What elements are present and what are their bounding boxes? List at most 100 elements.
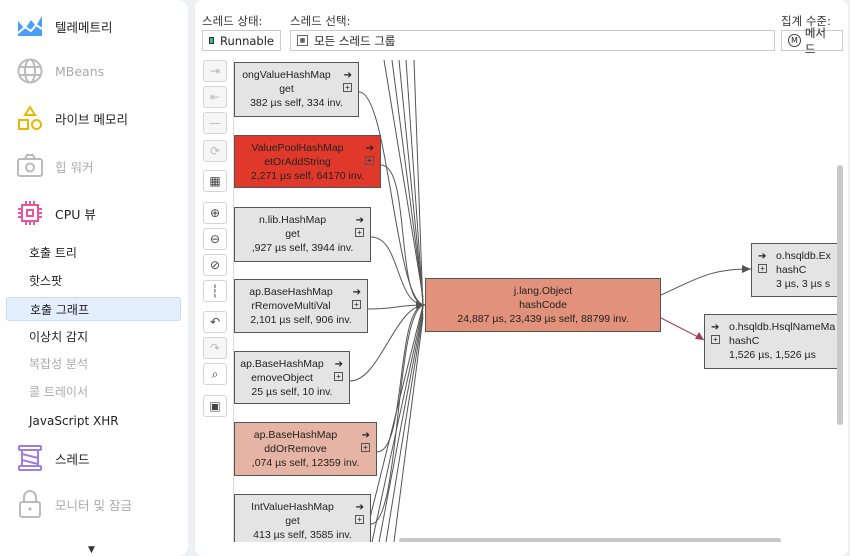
cpu-icon: [16, 199, 44, 227]
telemetry-icon: [16, 12, 44, 40]
sidebar-item-label: 모니터 및 잠금: [55, 497, 132, 513]
sidebar-sub-hotspots[interactable]: 핫스팟: [29, 274, 63, 288]
sidebar-sub-call-graph[interactable]: 호출 그래프: [6, 297, 181, 321]
node-stats: 2,101 µs self, 906 inv.: [250, 314, 352, 326]
overview-icon[interactable]: ▣: [203, 395, 227, 417]
aggregation-label: 집계 수준:: [781, 14, 831, 28]
thread-group-icon: ▦: [297, 35, 308, 46]
undo-icon[interactable]: ↶: [203, 311, 227, 333]
expand-icon[interactable]: +: [355, 515, 364, 524]
sidebar-sub-call-tree[interactable]: 호출 트리: [29, 246, 77, 260]
caller-edge: [383, 60, 424, 298]
node-method: ddOrRemove: [264, 443, 327, 455]
node-method: etOrAddString: [264, 156, 331, 168]
search-icon[interactable]: ⌕: [203, 363, 227, 385]
caller-edge: [385, 313, 424, 542]
caller-edge: [393, 316, 424, 542]
node-class: n.lib.HashMap: [258, 214, 327, 226]
navigate-arrow-icon[interactable]: ➔: [355, 215, 364, 226]
horizontal-scrollbar[interactable]: [399, 538, 781, 542]
navigate-arrow-icon[interactable]: ➔: [361, 430, 370, 441]
sidebar-item-telemetry[interactable]: 텔레메트리: [16, 12, 113, 40]
graph-edges: [349, 60, 752, 542]
layout-button[interactable]: ▦: [203, 170, 227, 192]
node-stats: ,927 µs self, 3944 inv.: [251, 242, 354, 254]
node-stats: 382 µs self, 334 inv.: [250, 97, 343, 109]
navigate-arrow-icon[interactable]: ➔: [355, 502, 364, 513]
node-method: hashC: [776, 264, 807, 276]
navigate-arrow-icon[interactable]: ➔: [334, 359, 343, 370]
aggregation-select[interactable]: M 메서드: [781, 26, 843, 56]
navigate-arrow-icon[interactable]: ➔: [711, 322, 720, 333]
arrowhead: [416, 301, 425, 309]
expand-icon[interactable]: +: [343, 83, 352, 92]
camera-icon: [16, 152, 44, 180]
expand-icon[interactable]: +: [758, 264, 767, 273]
node-method: get: [279, 83, 294, 95]
expand-icon[interactable]: +: [361, 443, 370, 452]
caller-edge: [370, 236, 426, 306]
thread-select-dropdown[interactable]: ▦ 모든 스레드 그룹: [290, 30, 775, 51]
remove-button[interactable]: —: [203, 112, 227, 134]
node-class: ap.BaseHashMap: [240, 358, 324, 370]
sidebar-item-mbeans[interactable]: MBeans: [16, 57, 104, 85]
navigate-arrow-icon[interactable]: ➔: [343, 70, 352, 81]
sidebar-sub-outlier-detection[interactable]: 이상치 감지: [29, 330, 89, 344]
expand-callers-button[interactable]: ⇥: [203, 60, 227, 82]
expand-icon[interactable]: +: [355, 228, 364, 237]
thread-state-select[interactable]: Runnable: [202, 30, 281, 51]
caller-edge: [391, 60, 424, 301]
redo-icon[interactable]: ↷: [203, 337, 227, 359]
sidebar-item-label: CPU 뷰: [55, 206, 96, 222]
sidebar-item-live-memory[interactable]: 라이브 메모리: [16, 104, 128, 132]
node-class: ValuePoolHashMap: [251, 142, 344, 154]
zoom-fit-icon[interactable]: ⊘: [203, 254, 227, 276]
caller-edge: [363, 304, 424, 542]
scroll-down-icon[interactable]: ▼: [88, 545, 95, 555]
caller-edge: [358, 91, 426, 306]
expand-icon[interactable]: +: [365, 156, 374, 165]
sidebar-sub-call-tracer[interactable]: 콜 트레이서: [29, 385, 89, 399]
sidebar-item-cpu-views[interactable]: CPU 뷰: [16, 199, 96, 227]
expand-callees-button[interactable]: ⇤: [203, 86, 227, 108]
navigate-arrow-icon[interactable]: ➔: [352, 287, 361, 298]
sidebar-sub-javascript-xhr[interactable]: JavaScript XHR: [29, 414, 119, 428]
expand-icon[interactable]: +: [334, 372, 343, 381]
vertical-scrollbar[interactable]: [837, 165, 843, 425]
expand-icon[interactable]: +: [352, 300, 361, 309]
sidebar-sub-complexity-analysis[interactable]: 복잡성 분석: [29, 357, 89, 371]
sidebar-item-label: 스레드: [55, 451, 90, 467]
refresh-icon[interactable]: ⟳: [203, 140, 227, 162]
zoom-out-icon[interactable]: ⊖: [203, 228, 227, 250]
caller-edge: [378, 310, 424, 542]
zoom-in-icon[interactable]: ⊕: [203, 202, 227, 224]
arrowhead: [695, 332, 704, 340]
aggregation-value: 메서드: [804, 25, 826, 56]
globe-icon: [16, 57, 44, 85]
sidebar-item-heap-walker[interactable]: 힙 워커: [16, 152, 93, 180]
navigate-arrow-icon[interactable]: ➔: [365, 143, 374, 154]
shapes-icon: [16, 104, 44, 132]
sidebar-item-threads[interactable]: 스레드: [16, 444, 90, 472]
thread-state-value: Runnable: [220, 33, 274, 48]
split-icon[interactable]: ┆: [203, 280, 227, 302]
node-stats: 24,887 µs, 23,439 µs self, 88799 inv.: [457, 313, 629, 325]
node-method: rRemoveMultiVal: [251, 300, 331, 312]
sidebar-item-monitors-locks[interactable]: 모니터 및 잠금: [16, 490, 132, 518]
navigate-arrow-icon[interactable]: ➔: [758, 251, 767, 262]
callee-edge: [660, 268, 752, 296]
expand-icon[interactable]: +: [711, 335, 720, 344]
node-method: get: [285, 515, 300, 527]
sidebar-item-label: 힙 워커: [55, 159, 94, 175]
